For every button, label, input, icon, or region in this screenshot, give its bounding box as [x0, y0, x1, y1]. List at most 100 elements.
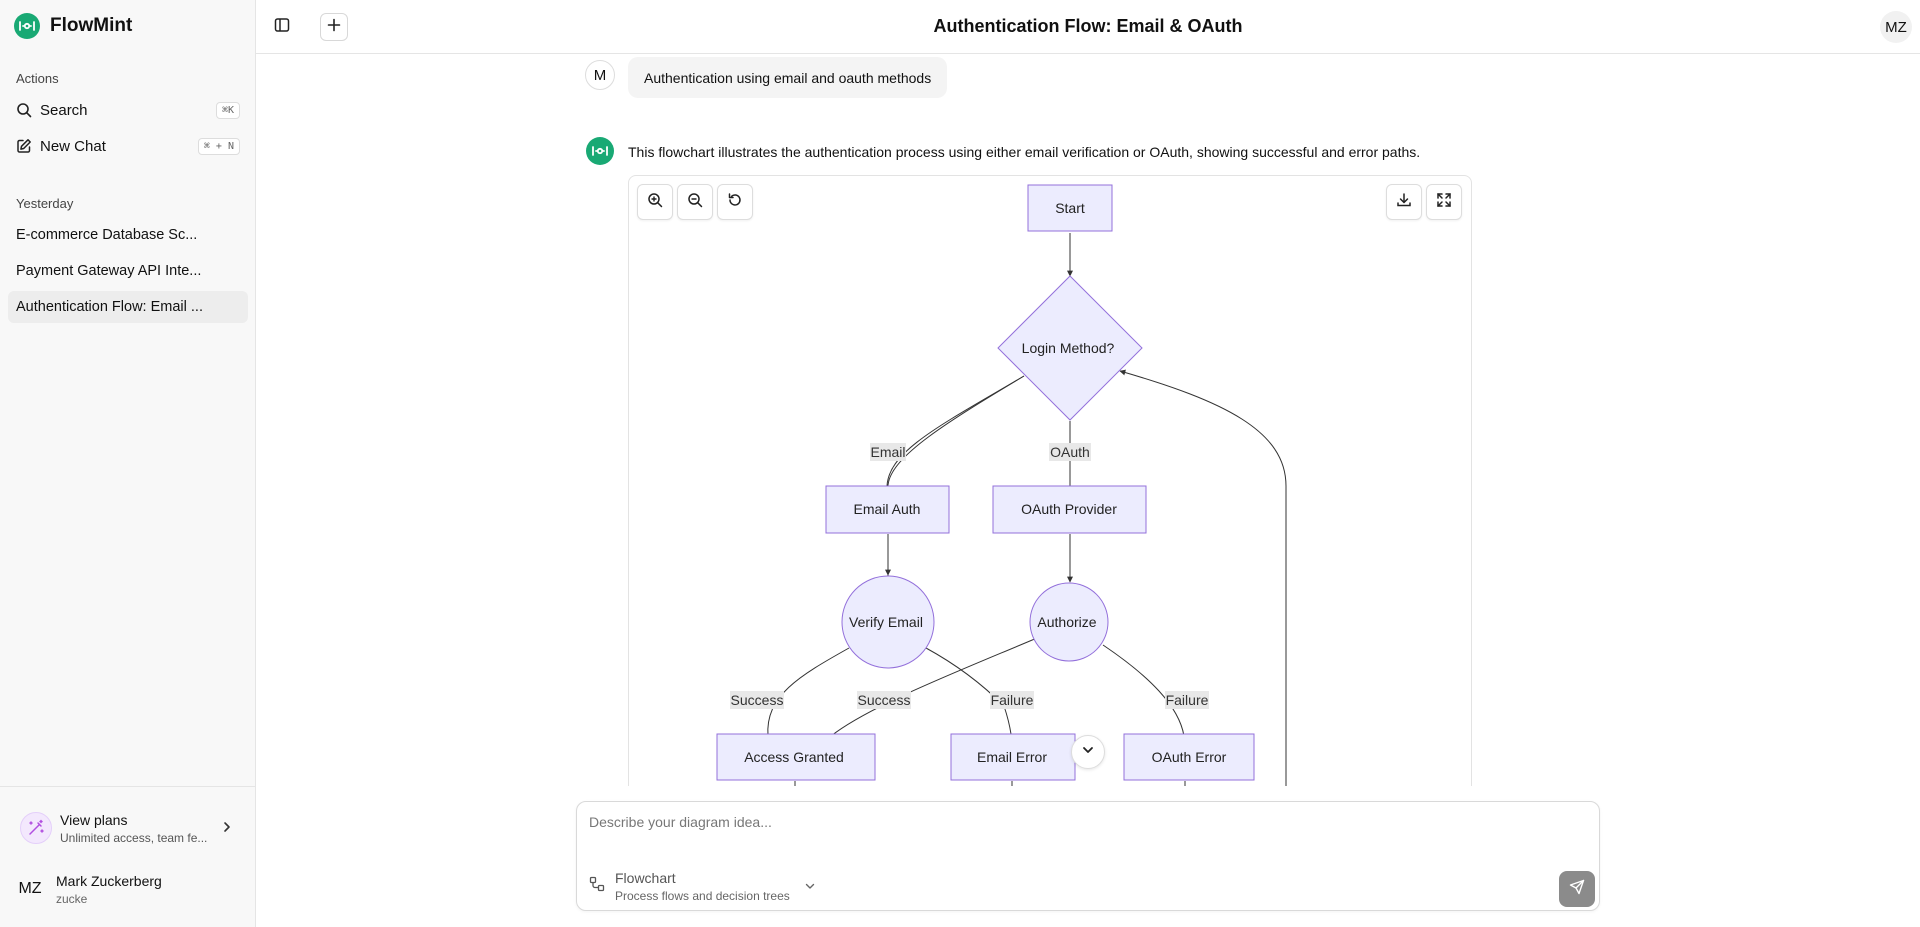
history-item-label: Payment Gateway API Inte... [16, 263, 202, 279]
brand[interactable]: FlowMint [14, 13, 132, 39]
edge-label-failure-1: Failure [990, 691, 1034, 709]
new-chat-shortcut: ⌘ + N [197, 137, 240, 155]
diagram-type-description: Process flows and decision trees [615, 889, 790, 903]
sidebar-toggle-icon [274, 17, 290, 38]
node-authorize[interactable]: Authorize [1029, 582, 1109, 662]
history-item-active[interactable]: Authentication Flow: Email ... [8, 291, 248, 323]
send-button[interactable] [1559, 871, 1595, 907]
magic-wand-icon [20, 812, 52, 844]
page-title: Authentication Flow: Email & OAuth [933, 16, 1243, 36]
view-plans-title: View plans [60, 811, 128, 828]
sidebar-footer: View plans Unlimited access, team fe... … [0, 786, 256, 927]
node-login-label: Login Method? [1022, 340, 1115, 356]
flowchart-icon [589, 876, 605, 897]
plus-icon [327, 18, 341, 37]
edit-icon [16, 138, 32, 154]
history-group-label: Yesterday [16, 196, 74, 211]
edge-label-failure-2-text: Failure [1166, 692, 1209, 708]
chevron-down-icon [804, 879, 816, 897]
history-item[interactable]: Payment Gateway API Inte... [8, 255, 248, 287]
edge-label-failure-2: Failure [1165, 691, 1209, 709]
edge-label-success-2-text: Success [858, 692, 911, 708]
flowmint-logo-icon [592, 146, 608, 156]
chevron-down-icon [1081, 743, 1095, 762]
node-email-auth[interactable]: Email Auth [825, 485, 950, 534]
edge-label-email: Email [870, 443, 906, 461]
search-icon [16, 102, 32, 118]
zoom-out-button[interactable] [677, 184, 713, 220]
edge-login-email-a [885, 375, 1025, 496]
flowchart-svg: Start Login Method? Email Auth OAuth Pro… [716, 184, 1287, 786]
flowmint-logo-icon [14, 13, 40, 39]
node-oauth-error[interactable]: OAuth Error [1123, 733, 1255, 781]
search-action[interactable]: Search ⌘K [8, 93, 248, 127]
assistant-avatar [586, 137, 614, 165]
user-avatar: MZ [18, 880, 42, 897]
node-authorize-label: Authorize [1037, 614, 1096, 630]
sidebar: FlowMint Actions Search ⌘K New Chat ⌘ + … [0, 0, 256, 927]
node-start-label: Start [1055, 200, 1085, 216]
edge-label-email-text: Email [870, 444, 905, 460]
node-oauth-provider[interactable]: OAuth Provider [992, 485, 1147, 534]
edge-label-oauth-text: OAuth [1050, 444, 1090, 460]
reset-view-button[interactable] [717, 184, 753, 220]
node-login-method[interactable]: Login Method? [997, 275, 1143, 421]
edge-label-success-1: Success [730, 691, 784, 709]
edge-login-email-top [887, 375, 1025, 487]
view-plans-subtitle: Unlimited access, team fe... [60, 830, 208, 845]
history-item-label: Authentication Flow: Email ... [16, 299, 203, 315]
new-chat-button[interactable] [320, 13, 348, 41]
zoom-in-icon [647, 192, 663, 213]
new-chat-action[interactable]: New Chat ⌘ + N [8, 129, 248, 163]
edge-label-success-1-text: Success [731, 692, 784, 708]
view-plans-button[interactable]: View plans Unlimited access, team fe... [12, 803, 244, 853]
history-item-label: E-commerce Database Sc... [16, 227, 198, 243]
edge-label-success-2: Success [857, 691, 911, 709]
node-verify-email-label: Verify Email [849, 614, 923, 630]
toggle-sidebar-button[interactable] [268, 13, 296, 41]
send-icon [1569, 879, 1585, 900]
node-access-granted-label: Access Granted [744, 749, 844, 765]
prompt-input[interactable] [589, 814, 1579, 830]
chevron-right-icon [220, 820, 234, 839]
search-label: Search [40, 101, 88, 119]
scroll-down-button[interactable] [1071, 735, 1105, 769]
rotate-ccw-icon [727, 192, 743, 213]
expand-icon [1436, 192, 1452, 213]
node-email-auth-label: Email Auth [854, 501, 921, 517]
assistant-message: This flowchart illustrates the authentic… [628, 144, 1421, 160]
user-message: Authentication using email and oauth met… [628, 57, 948, 98]
search-shortcut: ⌘K [215, 101, 240, 119]
node-email-error-label: Email Error [977, 749, 1047, 765]
node-email-error[interactable]: Email Error [950, 733, 1076, 781]
diagram-type-name: Flowchart [615, 870, 676, 886]
app-name: FlowMint [50, 15, 133, 36]
composer: Flowchart Process flows and decision tre… [576, 801, 1600, 911]
actions-label: Actions [16, 71, 59, 86]
edge-label-oauth: OAuth [1049, 443, 1091, 461]
user-handle: zucke [56, 891, 88, 906]
node-oauth-error-label: OAuth Error [1152, 749, 1227, 765]
edge-retry-login [1119, 369, 1287, 786]
user-profile[interactable]: MZ Mark Zuckerberg zucke [12, 871, 162, 907]
node-oauth-provider-label: OAuth Provider [1021, 501, 1117, 517]
download-icon [1396, 192, 1412, 213]
node-access-granted[interactable]: Access Granted [716, 733, 876, 781]
edge-label-failure-1-text: Failure [991, 692, 1034, 708]
node-start[interactable]: Start [1027, 184, 1113, 232]
edge-authorize-access [826, 637, 1038, 753]
edge-authorize-oautherror [1102, 644, 1188, 753]
header-avatar[interactable]: MZ [1880, 11, 1912, 43]
new-chat-label: New Chat [40, 137, 106, 155]
diagram-canvas[interactable]: Start Login Method? Email Auth OAuth Pro… [628, 175, 1472, 786]
node-verify-email[interactable]: Verify Email [841, 575, 935, 669]
user-message-avatar: M [585, 60, 615, 90]
user-name: Mark Zuckerberg [56, 872, 162, 889]
top-header: Authentication Flow: Email & OAuth MZ [256, 0, 1920, 54]
diagram-type-select[interactable]: Flowchart Process flows and decision tre… [589, 870, 816, 903]
zoom-in-button[interactable] [637, 184, 673, 220]
history-item[interactable]: E-commerce Database Sc... [8, 219, 248, 251]
zoom-out-icon [687, 192, 703, 213]
fullscreen-button[interactable] [1426, 184, 1462, 220]
download-button[interactable] [1386, 184, 1422, 220]
